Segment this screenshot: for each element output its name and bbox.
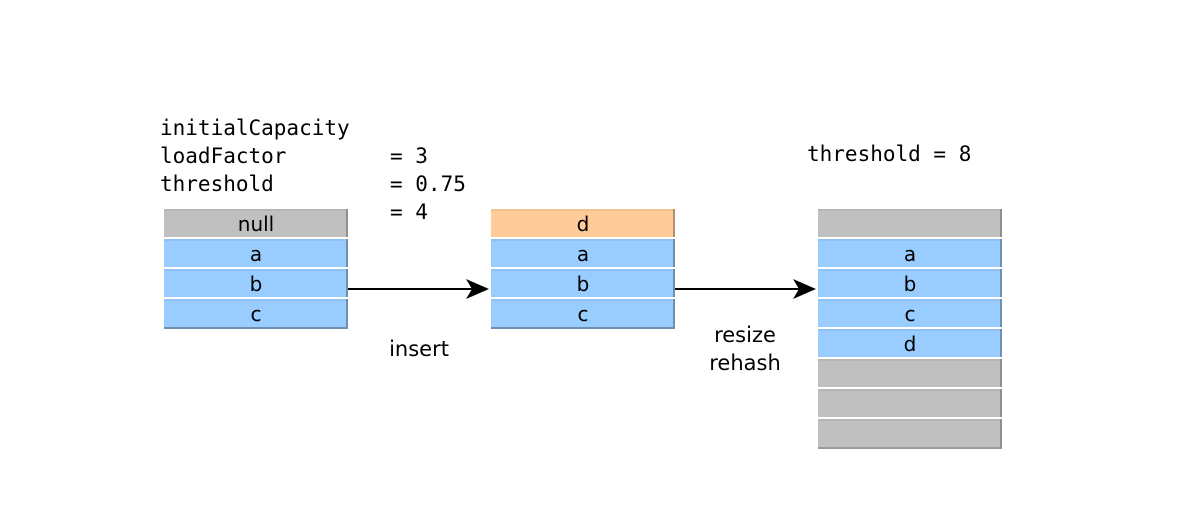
param-value: = 4 <box>390 200 428 224</box>
bucket-3: c <box>818 299 1002 329</box>
bucket-5 <box>818 359 1002 389</box>
param-name: initialCapacity <box>160 116 350 140</box>
param-row-threshold: threshold = 4 <box>160 142 428 224</box>
hash-table-after-insert: d a b c <box>491 209 675 329</box>
bucket-2: b <box>491 269 675 299</box>
insert-label: insert <box>389 337 449 361</box>
hash-table-initial: null a b c <box>164 209 348 329</box>
threshold-after-resize: threshold = 8 <box>807 142 972 166</box>
insert-arrow <box>348 279 489 299</box>
resize-label-line1: resize <box>714 323 776 347</box>
hash-params: initialCapacity = 3 loadFactor = 0.75 th… <box>160 86 466 224</box>
bucket-4: d <box>818 329 1002 359</box>
bucket-1: a <box>491 239 675 269</box>
param-value: = 3 <box>390 144 428 168</box>
bucket-1: a <box>164 239 348 269</box>
bucket-3: c <box>164 299 348 329</box>
param-value: = 0.75 <box>390 172 466 196</box>
param-row-initial-capacity: initialCapacity = 3 <box>160 86 428 168</box>
bucket-7 <box>818 419 1002 449</box>
bucket-0: d <box>491 209 675 239</box>
bucket-3: c <box>491 299 675 329</box>
param-name: threshold <box>160 172 274 196</box>
bucket-6 <box>818 389 1002 419</box>
param-row-load-factor: loadFactor = 0.75 <box>160 114 466 196</box>
bucket-2: b <box>164 269 348 299</box>
hash-table-after-resize: a b c d <box>818 209 1002 449</box>
resize-label-line2: rehash <box>709 351 781 375</box>
resize-arrow <box>675 279 816 299</box>
bucket-2: b <box>818 269 1002 299</box>
bucket-0: null <box>164 209 348 239</box>
bucket-1: a <box>818 239 1002 269</box>
bucket-0 <box>818 209 1002 239</box>
resize-rehash-label: resize rehash <box>700 321 790 377</box>
param-name: loadFactor <box>160 144 287 168</box>
